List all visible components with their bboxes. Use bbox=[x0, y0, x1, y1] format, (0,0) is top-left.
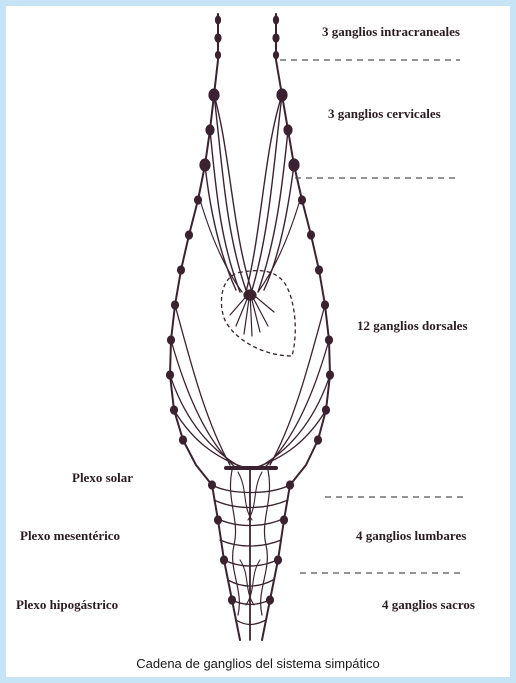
label-plexo-solar: Plexo solar bbox=[72, 470, 133, 486]
label-intracraneales: 3 ganglios intracraneales bbox=[322, 24, 460, 40]
label-plexo-mesenterico: Plexo mesentérico bbox=[20, 528, 120, 544]
label-plexo-hipogastrico: Plexo hipogástrico bbox=[16, 597, 118, 613]
label-lumbares: 4 ganglios lumbares bbox=[356, 528, 466, 544]
label-cervicales: 3 ganglios cervicales bbox=[328, 106, 441, 122]
label-sacros: 4 ganglios sacros bbox=[382, 597, 475, 613]
right-sympathetic-trunk bbox=[262, 14, 330, 640]
label-dorsales: 12 ganglios dorsales bbox=[357, 318, 468, 334]
diagram-caption: Cadena de ganglios del sistema simpático bbox=[0, 656, 516, 671]
